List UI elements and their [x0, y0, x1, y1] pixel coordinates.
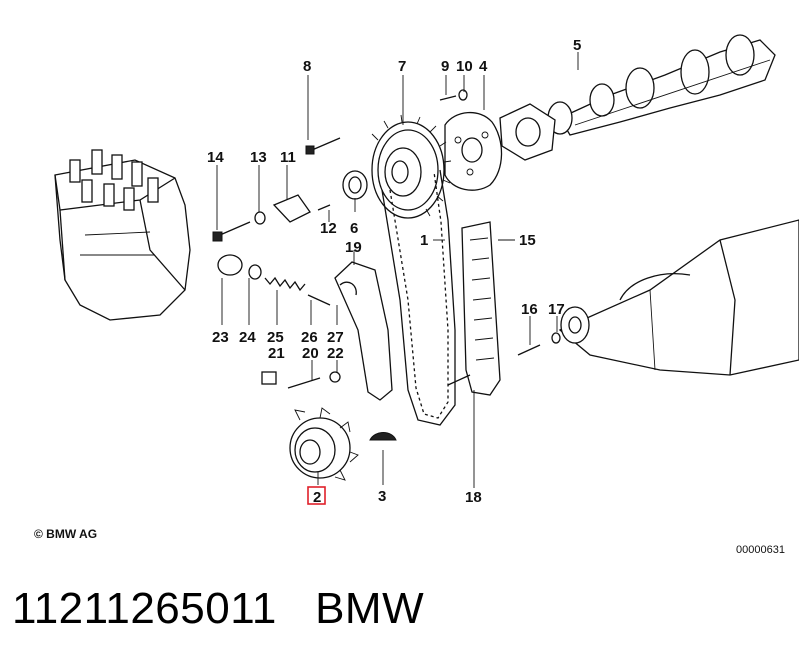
camshaft-flange-drawing: [444, 103, 556, 191]
callout-20[interactable]: 20: [302, 345, 319, 362]
callout-23[interactable]: 23: [212, 329, 229, 346]
woodruff-key-drawing: [369, 432, 397, 441]
highlighted-callout-box: [307, 486, 326, 505]
callout-10[interactable]: 10: [456, 58, 473, 75]
callout-17[interactable]: 17: [548, 301, 565, 318]
camshaft-sprocket-drawing: [371, 114, 452, 219]
callout-25[interactable]: 25: [267, 329, 284, 346]
callout-13[interactable]: 13: [250, 149, 267, 166]
callout-22[interactable]: 22: [327, 345, 344, 362]
guide-rail-drawing: [461, 221, 501, 396]
callout-1[interactable]: 1: [420, 232, 428, 249]
camshaft-drawing: [547, 34, 776, 136]
parts-diagram: 1 2 3 4 5 6 7 8 9 10 11 12 13 14 15 16 1…: [34, 34, 799, 556]
callout-12[interactable]: 12: [320, 220, 337, 237]
copyright-notice: © BMW AG: [34, 527, 97, 541]
tensioner-rail-drawing: [334, 261, 393, 401]
small-parts-drawing: [212, 89, 561, 389]
callout-9[interactable]: 9: [441, 58, 449, 75]
brand-name: BMW: [315, 584, 425, 633]
part-caption: 11211265011 BMW: [12, 584, 424, 634]
callout-5[interactable]: 5: [573, 37, 581, 54]
distributor-cap-drawing: [54, 149, 191, 321]
timing-chain-drawing: [381, 169, 456, 426]
callout-2[interactable]: 2: [313, 489, 321, 506]
leader-lines: [216, 52, 579, 488]
callout-18[interactable]: 18: [465, 489, 482, 506]
image-code: 00000631: [736, 544, 785, 556]
part-number: 11211265011: [12, 584, 277, 633]
callout-21[interactable]: 21: [268, 345, 285, 362]
callout-14[interactable]: 14: [207, 149, 224, 166]
callout-6[interactable]: 6: [350, 220, 358, 237]
callout-3[interactable]: 3: [378, 488, 386, 505]
bearing-drawing: [342, 170, 368, 200]
callout-7[interactable]: 7: [398, 58, 406, 75]
callout-8[interactable]: 8: [303, 58, 311, 75]
callout-24[interactable]: 24: [239, 329, 256, 346]
callout-16[interactable]: 16: [521, 301, 538, 318]
crankshaft-drawing: [558, 219, 799, 376]
callout-labels: 1 2 3 4 5 6 7 8 9 10 11 12 13 14 15 16 1…: [207, 37, 581, 506]
callout-19[interactable]: 19: [345, 239, 362, 256]
callout-11[interactable]: 11: [280, 149, 296, 166]
callout-15[interactable]: 15: [519, 232, 536, 249]
callout-27[interactable]: 27: [327, 329, 344, 346]
callout-26[interactable]: 26: [301, 329, 318, 346]
crankshaft-sprocket-drawing: [289, 407, 359, 481]
callout-4[interactable]: 4: [479, 58, 488, 75]
